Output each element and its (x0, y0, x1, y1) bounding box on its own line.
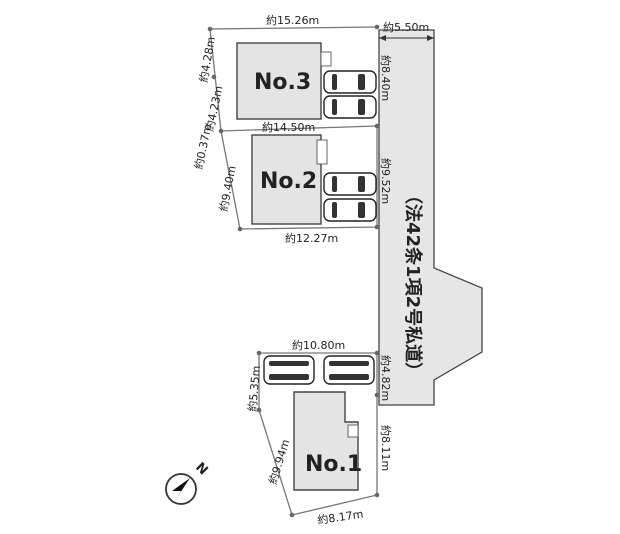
lot-no1-left-upper-dim: 約5.35m (245, 365, 263, 412)
road-label: （法42条1項2号私道） (402, 186, 424, 380)
car-icon (323, 198, 377, 222)
north-arrow-icon (172, 478, 190, 499)
lot-no2-entrance (316, 139, 328, 165)
corner-marker (237, 226, 243, 232)
lot-no3-boundary (209, 26, 378, 132)
lot-no1-house (293, 391, 359, 491)
lot-no1-top-dim: 約10.80m (292, 338, 345, 352)
car-icon (323, 355, 375, 385)
lot-no1-boundary (258, 352, 378, 516)
lot-no3-entrance (320, 51, 332, 67)
corner-marker (256, 350, 262, 356)
lot-no3-house (236, 42, 322, 120)
lot-no1-bottom-dim: 約8.17m (316, 507, 364, 527)
car-icon (323, 95, 377, 119)
car-icon (323, 172, 377, 196)
road-width-dim: 約5.50m (383, 20, 429, 34)
lot-no3-label: No.3 (254, 70, 311, 95)
corner-marker (374, 224, 380, 230)
lot-no2-left-upper-dim: 約0.37m (191, 123, 214, 171)
corner-marker (207, 26, 213, 32)
lot-no2-right-dim: 約9.52m (379, 158, 393, 204)
lot-no1-right-lower-dim: 約8.11m (379, 425, 393, 471)
lot-no2-label: No.2 (260, 169, 317, 194)
lot-no1-label: No.1 (305, 452, 362, 477)
car-icon (323, 70, 377, 94)
corner-marker (211, 74, 217, 80)
lot-no1-right-upper-dim: 約4.82m (379, 355, 393, 401)
lot-no2-boundary (220, 126, 378, 230)
corner-marker (374, 350, 380, 356)
compass: N (165, 460, 211, 505)
compass-north-label: N (192, 460, 210, 478)
corner-marker (374, 24, 380, 30)
lot-no1: No.1 約10.80m 約4.82m 約8.11m 約5.35m 約9.94m… (245, 338, 393, 527)
lot-no2-house (251, 134, 322, 225)
lot-no1-entrance (347, 424, 359, 438)
corner-markers (207, 24, 380, 518)
parked-cars (263, 70, 377, 385)
car-icon (263, 355, 315, 385)
lot-no3-bottom-dim: 約14.50m (262, 120, 315, 134)
lot-no2: No.2 約12.27m 約9.52m 約0.37m 約9.40m (191, 123, 393, 245)
road-area (378, 29, 483, 406)
corner-marker (256, 407, 262, 413)
corner-marker (374, 492, 380, 498)
private-road: 約5.50m （法42条1項2号私道） (378, 20, 483, 406)
corner-marker (374, 123, 380, 129)
corner-marker (289, 512, 295, 518)
lot-no2-bottom-dim: 約12.27m (285, 231, 338, 245)
corner-marker (218, 128, 224, 134)
lot-no3-top-dim: 約15.26m (266, 13, 319, 27)
corner-marker (374, 392, 380, 398)
lot-no3-right-dim: 約8.40m (379, 55, 393, 101)
